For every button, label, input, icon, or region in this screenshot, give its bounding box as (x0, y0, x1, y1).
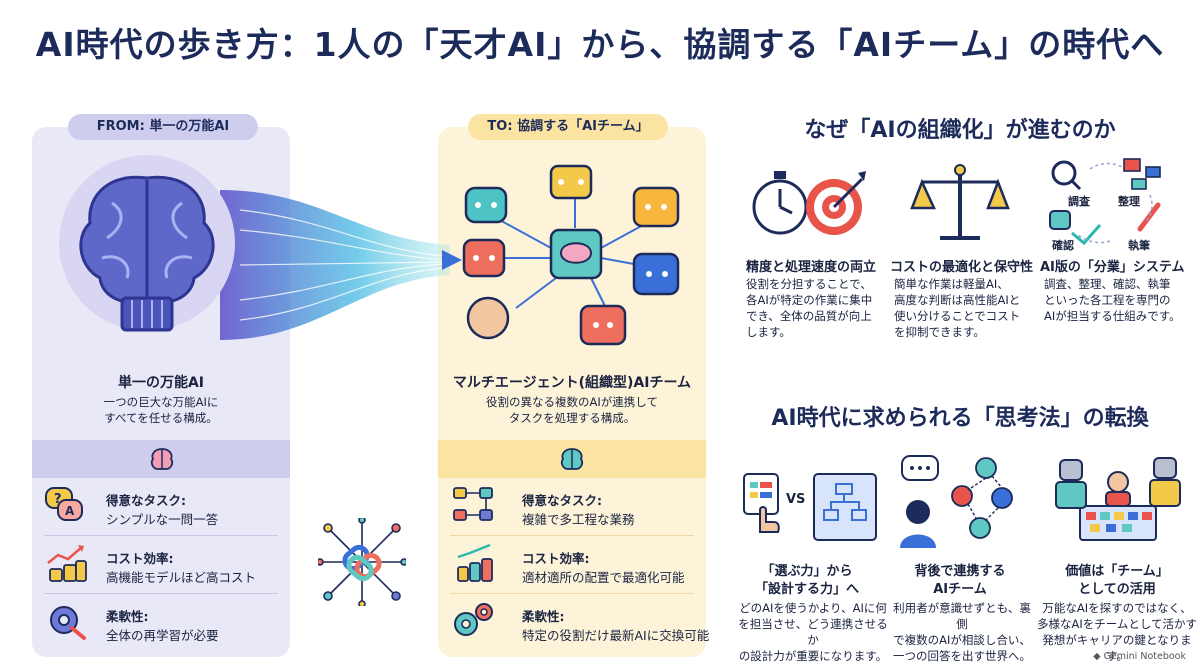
stopwatch-target-icon (752, 171, 866, 235)
cycle-label-research: 調査 (1068, 195, 1090, 208)
to-row-task-label: 得意なタスク: (522, 493, 602, 508)
from-caption-title: 単一の万能AI (117, 375, 205, 391)
thinking-col-3-text: 万能なAIを探すのではなく、多様なAIをチームとして活かす発想がキャリアの鍵とな… (1036, 601, 1198, 663)
from-row-flex-value: 全体の再学習が必要 (106, 628, 219, 643)
why-col-2-text: 簡単な作業は軽量AI、高度な判断は高性能AIと使い分けることでコストを抑制できま… (894, 277, 1021, 339)
why-col-3-title: AI版の「分業」システム (1040, 260, 1185, 275)
thinking-col-1-title-1: 「選ぶ力」から (761, 564, 853, 579)
why-col-2-title: コストの最適化と保守性 (890, 260, 1034, 275)
balance-scale-icon (910, 164, 1010, 240)
small-brain-icon (150, 448, 174, 470)
ai-team-network-icon (462, 164, 680, 346)
team-behind-icon (900, 455, 1013, 548)
to-row-cost-value: 適材適所の配置で最適化可能 (522, 570, 685, 585)
thinking-col-3-title-1: 価値は「チーム」 (1065, 564, 1169, 579)
footer-watermark: ◆ Gemini Notebook (1093, 651, 1186, 662)
from-row-cost-value: 高機能モデルほど高コスト (106, 570, 257, 585)
page-title: AI時代の歩き方：1人の「天才AI」から、協調する「AIチーム」の時代へ (35, 25, 1165, 64)
flow-beam-icon (220, 190, 462, 340)
brain-icon (59, 155, 235, 332)
from-row-flex-label: 柔軟性: (106, 609, 149, 624)
to-row-task-value: 複雑で多工程な業務 (522, 512, 635, 527)
thinking-col-2-title-1: 背後で連携する (914, 564, 1006, 579)
footer-text: Gemini Notebook (1103, 651, 1186, 662)
divider (450, 593, 694, 594)
from-row-task-label: 得意なタスク: (106, 493, 186, 508)
notebook-logo-icon: ◆ (1093, 651, 1104, 662)
cycle-label-write: 執筆 (1128, 239, 1150, 252)
thinking-col-1-text: どのAIを使うかより、AIに何を担当させ、どう連携させるかの設計力が重要になりま… (738, 601, 888, 663)
question-bubble-icon: ?A (44, 486, 84, 526)
to-pill: TO: 協調する「AIチーム」 (468, 114, 668, 140)
cylinders-chart-icon (452, 543, 496, 587)
to-caption-title: マルチエージェント(組織型)AIチーム (452, 375, 692, 391)
thinking-col-1-title-2: 「設計する力」へ (754, 582, 859, 597)
svg-text:A: A (65, 504, 75, 518)
from-row-task-value: シンプルな一問一答 (106, 512, 219, 527)
svg-text:?: ? (54, 492, 62, 507)
gear-wrench-icon (44, 600, 88, 644)
to-caption-desc-1: 役割の異なる複数のAIが連携して (486, 395, 658, 409)
from-row-cost-label: コスト効率: (106, 551, 174, 566)
to-row-flex-label: 柔軟性: (522, 609, 565, 624)
from-caption-desc-1: 一つの巨大な万能AIに (103, 395, 219, 409)
from-caption-desc-2: すべてを任せる構成。 (104, 411, 218, 425)
workflow-cycle-icon (1049, 158, 1161, 246)
thinking-col-3-title-2: としての活用 (1078, 582, 1156, 597)
thinking-col-2-title-2: AIチーム (933, 582, 987, 597)
select-vs-design-icon (743, 473, 877, 541)
small-brain-teal-icon (560, 448, 584, 470)
team-collaboration-icon (1055, 457, 1181, 541)
why-col-1-title: 精度と処理速度の両立 (746, 260, 877, 275)
coins-chart-icon (44, 543, 88, 587)
network-link-icon (318, 518, 406, 606)
gears-icon (452, 600, 496, 644)
to-row-cost-label: コスト効率: (522, 551, 590, 566)
vs-label: VS (786, 492, 806, 507)
why-col-1-text: 役割を分担することで、各AIが特定の作業に集中でき、全体の品質が向上します。 (746, 277, 873, 339)
cycle-label-check: 確認 (1052, 239, 1074, 252)
from-pill: FROM: 単一の万能AI (68, 114, 258, 140)
thinking-col-2-text: 利用者が意識せずとも、裏側で複数のAIが相談し合い、一つの回答を出す世界へ。 (893, 601, 1031, 663)
divider (44, 535, 278, 536)
cycle-label-organize: 整理 (1118, 195, 1140, 208)
to-row-flex-value: 特定の役割だけ最新AIに交換可能 (522, 628, 710, 643)
divider (450, 535, 694, 536)
workflow-icon (452, 486, 496, 528)
to-caption-desc-2: タスクを処理する構成。 (508, 411, 636, 425)
divider (44, 593, 278, 594)
thinking-heading: AI時代に求められる「思考法」の転換 (771, 406, 1149, 431)
why-heading: なぜ「AIの組織化」が進むのか (804, 118, 1116, 143)
